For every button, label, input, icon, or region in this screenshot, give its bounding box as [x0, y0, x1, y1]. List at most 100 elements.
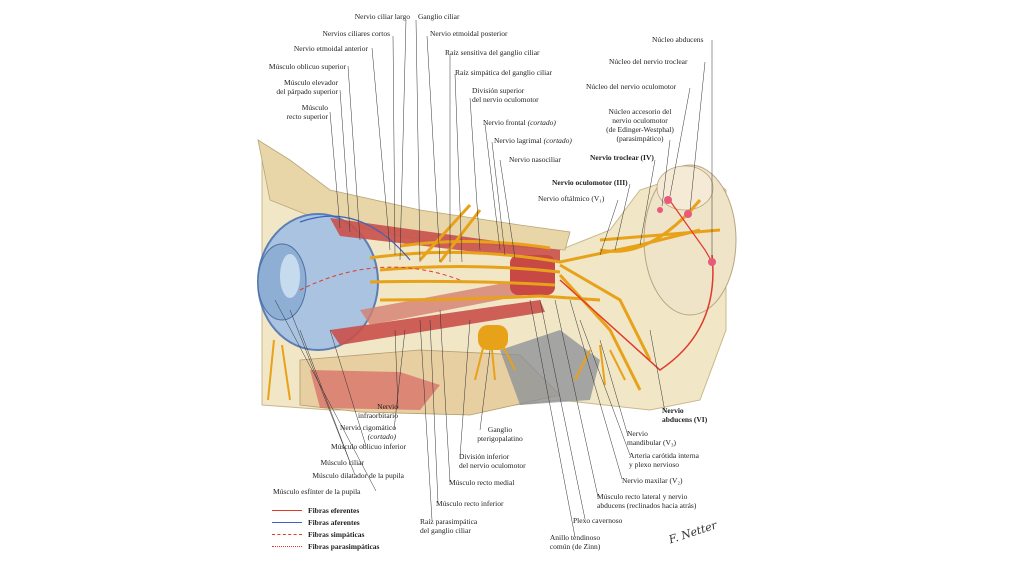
label-nucleo-troclear: Núcleo del nervio troclear: [609, 57, 688, 66]
label-recto-lateral-line1: Músculo recto lateral y nervio: [597, 492, 688, 501]
label-ganglio-pterigopalatino-line1: Ganglio: [487, 425, 513, 434]
label-raiz-parasimpatica-line2: del ganglio ciliar: [420, 526, 471, 535]
label-nervio-cigomatico: Nervio cigomático (cortado): [314, 423, 396, 441]
label-nervio-maxilar: Nervio maxilar (V₂): [622, 476, 683, 485]
ganglion-pterygopalatine: [478, 325, 508, 350]
label-nervio-ciliar-largo: Nervio ciliar largo: [354, 12, 410, 21]
muscle-lateral: [360, 280, 540, 325]
label-division-superior-line2: del nervio oculomotor: [472, 95, 539, 104]
red-lower-tissue: [310, 370, 440, 410]
label-nervio-frontal: Nervio frontal (cortado): [483, 118, 556, 127]
label-musculo-recto-superior-line2: recto superior: [286, 112, 328, 121]
afferent-path: [299, 215, 411, 261]
leader-lines: [274, 19, 713, 538]
lens: [280, 254, 300, 298]
label-musculo-recto-inferior: Músculo recto inferior: [436, 499, 504, 508]
label-nervio-infraorbitario-line2: infraorbitario: [358, 411, 398, 420]
label-anillo-tendinoso: Anillo tendinoso común (de Zinn): [542, 533, 608, 551]
label-nervio-mandibular: Nervio mandibular (V₃): [627, 429, 676, 447]
label-nervio-abducens-line1: Nervio: [662, 406, 684, 415]
legend-swatch-parasympathetic: [272, 546, 302, 547]
label-musculo-elevador: Músculo elevador del párpado superior: [258, 78, 338, 96]
legend-swatch-afferent: [272, 522, 302, 523]
label-musculo-esfinter: Músculo esfínter de la pupila: [273, 487, 361, 496]
label-arteria-carotida-line1: Arteria carótida interna: [629, 451, 699, 460]
muscle-superior: [330, 218, 560, 262]
label-nervio-cigomatico-line1: Nervio cigomático: [339, 423, 396, 432]
label-nervio-lagrimal-note: (cortado): [543, 136, 572, 145]
label-nervio-oculomotor: Nervio oculomotor (III): [552, 178, 628, 187]
label-nervio-etmoidal-posterior: Nervio etmoidal posterior: [430, 29, 508, 38]
legend-label-parasympathetic: Fibras parasimpáticas: [308, 542, 380, 551]
label-nervio-cigomatico-line2: (cortado): [367, 432, 396, 441]
label-arteria-carotida: Arteria carótida interna y plexo nervios…: [629, 451, 699, 469]
label-nervio-etmoidal-anterior: Nervio etmoidal anterior: [293, 44, 368, 53]
label-division-superior-line1: División superior: [472, 86, 525, 95]
label-nucleo-accesorio-line4: (parasimpático): [616, 134, 664, 143]
label-nucleo-accesorio-line1: Núcleo accesorio del: [608, 107, 672, 116]
label-musculo-oblicuo-inferior: Músculo oblicuo inferior: [331, 442, 406, 451]
label-nucleo-abducens: Núcleo abducens: [652, 35, 704, 44]
label-arteria-carotida-line2: y plexo nervioso: [629, 460, 679, 469]
label-nervio-frontal-text: Nervio frontal: [483, 118, 526, 127]
efferent-path: [559, 254, 714, 371]
label-recto-lateral: Músculo recto lateral y nervio abducens …: [597, 492, 696, 510]
label-anillo-line2: común (de Zinn): [549, 542, 601, 551]
label-nervios-ciliares-cortos: Nervios ciliares cortos: [322, 29, 390, 38]
legend-swatch-efferent: [272, 510, 302, 511]
label-nervio-lagrimal: Nervio lagrimal (cortado): [494, 136, 572, 145]
nucleus-abducens: [708, 258, 716, 266]
label-nervio-mandibular-line2: mandibular (V₃): [627, 438, 677, 447]
label-nucleo-accesorio-line3: (de Edinger-Westphal): [606, 125, 674, 134]
label-plexo-cavernoso: Plexo cavernoso: [573, 516, 623, 525]
legend-item-efferent: Fibras eferentes: [272, 506, 359, 515]
label-ganglio-pterigopalatino-line2: pterigopalatino: [477, 434, 523, 443]
label-ganglio-pterigopalatino: Ganglio pterigopalatino: [465, 425, 535, 443]
label-nervio-abducens: Nervio abducens (VI): [662, 406, 707, 424]
label-nervio-mandibular-line1: Nervio: [627, 429, 648, 438]
brain-upper: [656, 165, 714, 211]
dark-cavity: [500, 330, 600, 405]
label-nervio-infraorbitario-line1: Nervio: [377, 402, 398, 411]
label-nucleo-accesorio-line2: nervio oculomotor: [612, 116, 668, 125]
label-division-inferior-line2: del nervio oculomotor: [459, 461, 526, 470]
label-raiz-parasimpatica-line1: Raíz parasimpática: [420, 517, 478, 526]
label-musculo-recto-superior: Músculo recto superior: [262, 103, 328, 121]
label-anillo-line1: Anillo tendinoso: [549, 533, 601, 542]
legend-label-efferent: Fibras eferentes: [308, 506, 360, 515]
label-division-inferior-line1: División inferior: [459, 452, 510, 461]
label-nervio-abducens-line2: abducens (VI): [662, 415, 708, 424]
label-nervio-troclear: Nervio troclear (IV): [590, 153, 654, 162]
label-nucleo-oculomotor: Núcleo del nervio oculomotor: [586, 82, 677, 91]
label-musculo-oblicuo-superior: Músculo oblicuo superior: [268, 62, 346, 71]
label-division-superior: División superior del nervio oculomotor: [472, 86, 539, 104]
label-nucleo-accesorio: Núcleo accesorio del nervio oculomotor (…: [590, 107, 690, 143]
label-ganglio-ciliar: Ganglio ciliar: [418, 12, 460, 21]
label-musculo-elevador-line2: del párpado superior: [276, 87, 338, 96]
nucleus-troclear: [684, 210, 692, 218]
label-recto-lateral-line2: abducens (reclinados hacia atrás): [597, 501, 697, 510]
label-musculo-dilatador: Músculo dilatador de la pupila: [312, 471, 404, 480]
efferent-path-2: [667, 197, 713, 263]
nucleus-accessory: [657, 207, 663, 213]
legend-swatch-sympathetic: [272, 534, 302, 535]
legend-item-afferent: Fibras aferentes: [272, 518, 360, 527]
label-nervio-lagrimal-text: Nervio lagrimal: [494, 136, 542, 145]
label-nervio-nasociliar: Nervio nasociliar: [509, 155, 561, 164]
label-raiz-parasimpatica: Raíz parasimpática del ganglio ciliar: [420, 517, 477, 535]
legend-item-sympathetic: Fibras simpáticas: [272, 530, 364, 539]
label-musculo-ciliar: Músculo ciliar: [320, 458, 364, 467]
label-nervio-frontal-note: (cortado): [527, 118, 556, 127]
label-musculo-elevador-line1: Músculo elevador: [284, 78, 338, 87]
legend-item-parasympathetic: Fibras parasimpáticas: [272, 542, 379, 551]
legend-label-afferent: Fibras aferentes: [308, 518, 360, 527]
muscle-inferior: [330, 300, 545, 345]
label-division-inferior: División inferior del nervio oculomotor: [459, 452, 526, 470]
label-nervio-infraorbitario: Nervio infraorbitario: [338, 402, 398, 420]
legend-label-sympathetic: Fibras simpáticas: [308, 530, 365, 539]
nucleus-oculomotor: [664, 196, 672, 204]
label-raiz-simpatica: Raíz simpática del ganglio ciliar: [455, 68, 553, 77]
label-raiz-sensitiva: Raíz sensitiva del ganglio ciliar: [445, 48, 540, 57]
